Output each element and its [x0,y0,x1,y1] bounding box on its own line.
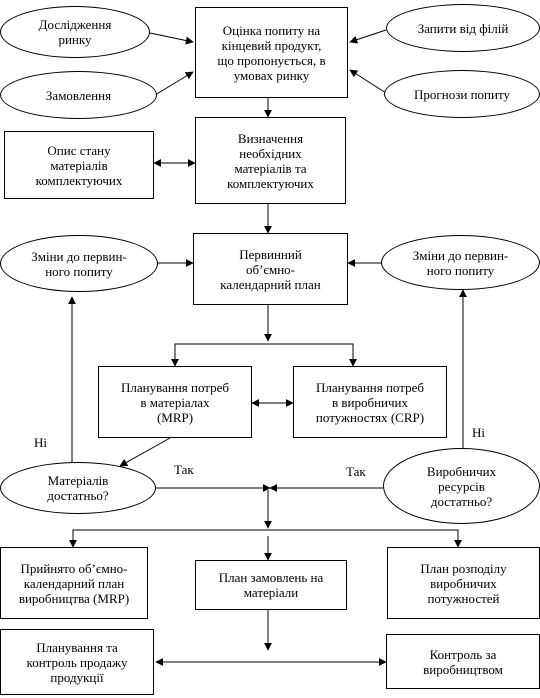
node-demand-evaluation: Оцінка попиту на кінцевий продукт, що пр… [195,7,348,98]
node-master-plan: Первинний об’ємно- календарний план [193,233,348,305]
node-capacity-plan: План розподілу виробничих потужностей [387,547,540,619]
label-materials-no: Ні [34,435,47,450]
label-materials-yes: Так [174,462,194,477]
node-needs-definition: Визначення необхідних матеріалів та комп… [195,117,346,204]
node-sales-control: Планування та контроль продажу продукції [0,629,154,695]
node-branch-requests: Запити від філій [386,4,540,52]
node-market-research: Дослідження ринку [0,6,150,58]
edge-forecast-to-demand [349,69,387,94]
node-materials-state: Опис стану матеріалів комплектуючих [4,131,154,199]
node-resources-sufficient: Виробничих ресурсів достатньо? [383,448,540,524]
edge-mrp-to-materials-ok [119,437,171,467]
edge-research-to-demand [149,32,194,45]
edge-branch-to-demand [349,29,387,44]
node-demand-forecast: Прогнози попиту [384,70,540,118]
node-accepted-plan: Прийнято об’ємно- календарний план вироб… [0,547,148,619]
node-demand-changes-right: Зміни до первин- ного попиту [381,235,540,290]
node-mrp: Планування потреб в матеріалах (MRP) [98,366,252,438]
node-crp: Планування потреб в виробничих потужност… [293,366,447,438]
edge-split-bar [174,343,354,366]
node-demand-changes-left: Зміни до первин- ного попиту [0,235,158,292]
node-material-orders-plan: План замовлень на матеріали [195,560,347,610]
label-resources-yes: Так [346,464,366,479]
edge-orders-to-demand [154,71,194,96]
node-materials-sufficient: Матеріалів достатньо? [0,462,156,514]
label-resources-no: Ні [472,425,485,440]
edge-output-bar [72,529,459,546]
node-orders: Замовлення [0,71,157,119]
node-production-control: Контроль за виробництвом [386,634,540,689]
